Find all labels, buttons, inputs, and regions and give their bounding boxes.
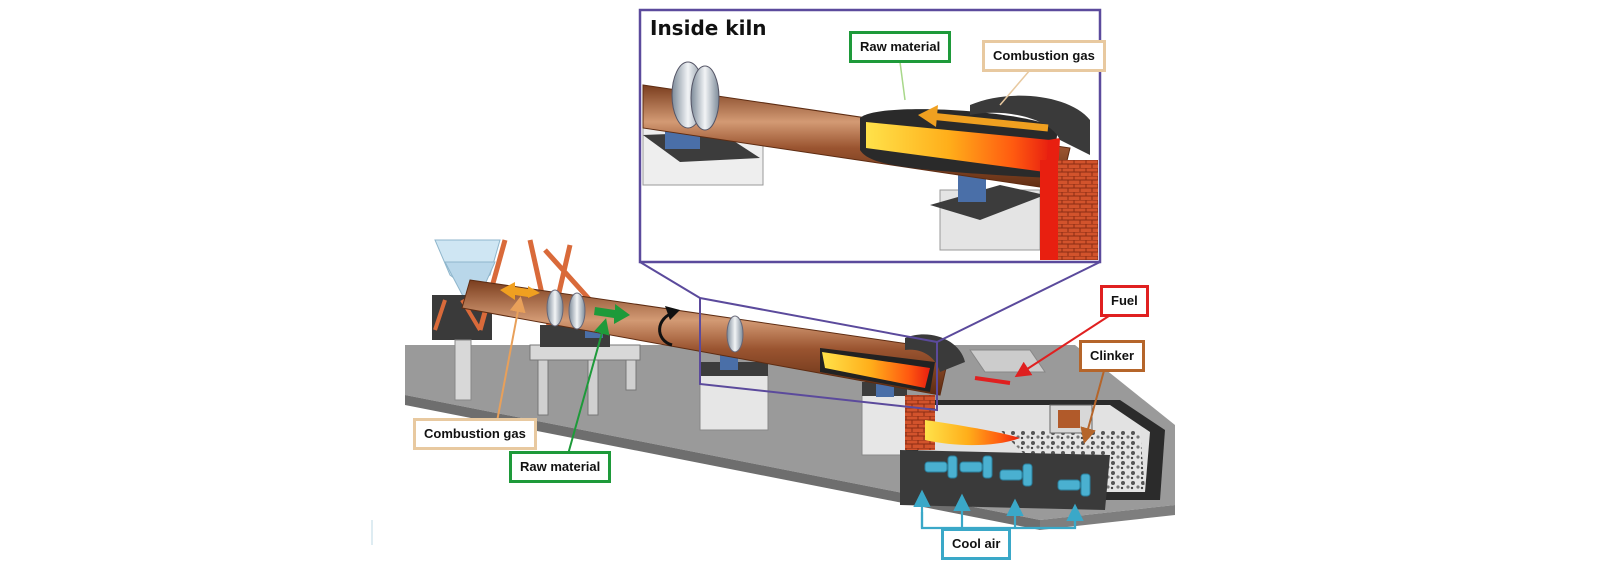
raw-material-label: Raw material [509, 451, 612, 483]
raw-material-flow-arrow [594, 304, 630, 324]
fan-icon [924, 455, 1091, 497]
fuel-label: Fuel [1100, 285, 1149, 317]
rotary-kiln [461, 279, 965, 396]
clinker-label: Clinker [1079, 340, 1146, 372]
inset-title: Inside kiln [650, 16, 767, 40]
leader-lines [371, 296, 1116, 545]
cool-air-label: Cool air [941, 528, 1012, 560]
rotation-arrow-icon [658, 306, 680, 347]
zoom-connector [639, 261, 1101, 412]
combustion-gas-label: Combustion gas [413, 418, 537, 450]
combustion-gas-inset-label: Combustion gas [982, 40, 1106, 72]
inside-kiln-inset [638, 8, 1102, 264]
combustion-gas-flow-arrow [500, 282, 540, 300]
raw-material-inset-label: Raw material [849, 31, 952, 63]
